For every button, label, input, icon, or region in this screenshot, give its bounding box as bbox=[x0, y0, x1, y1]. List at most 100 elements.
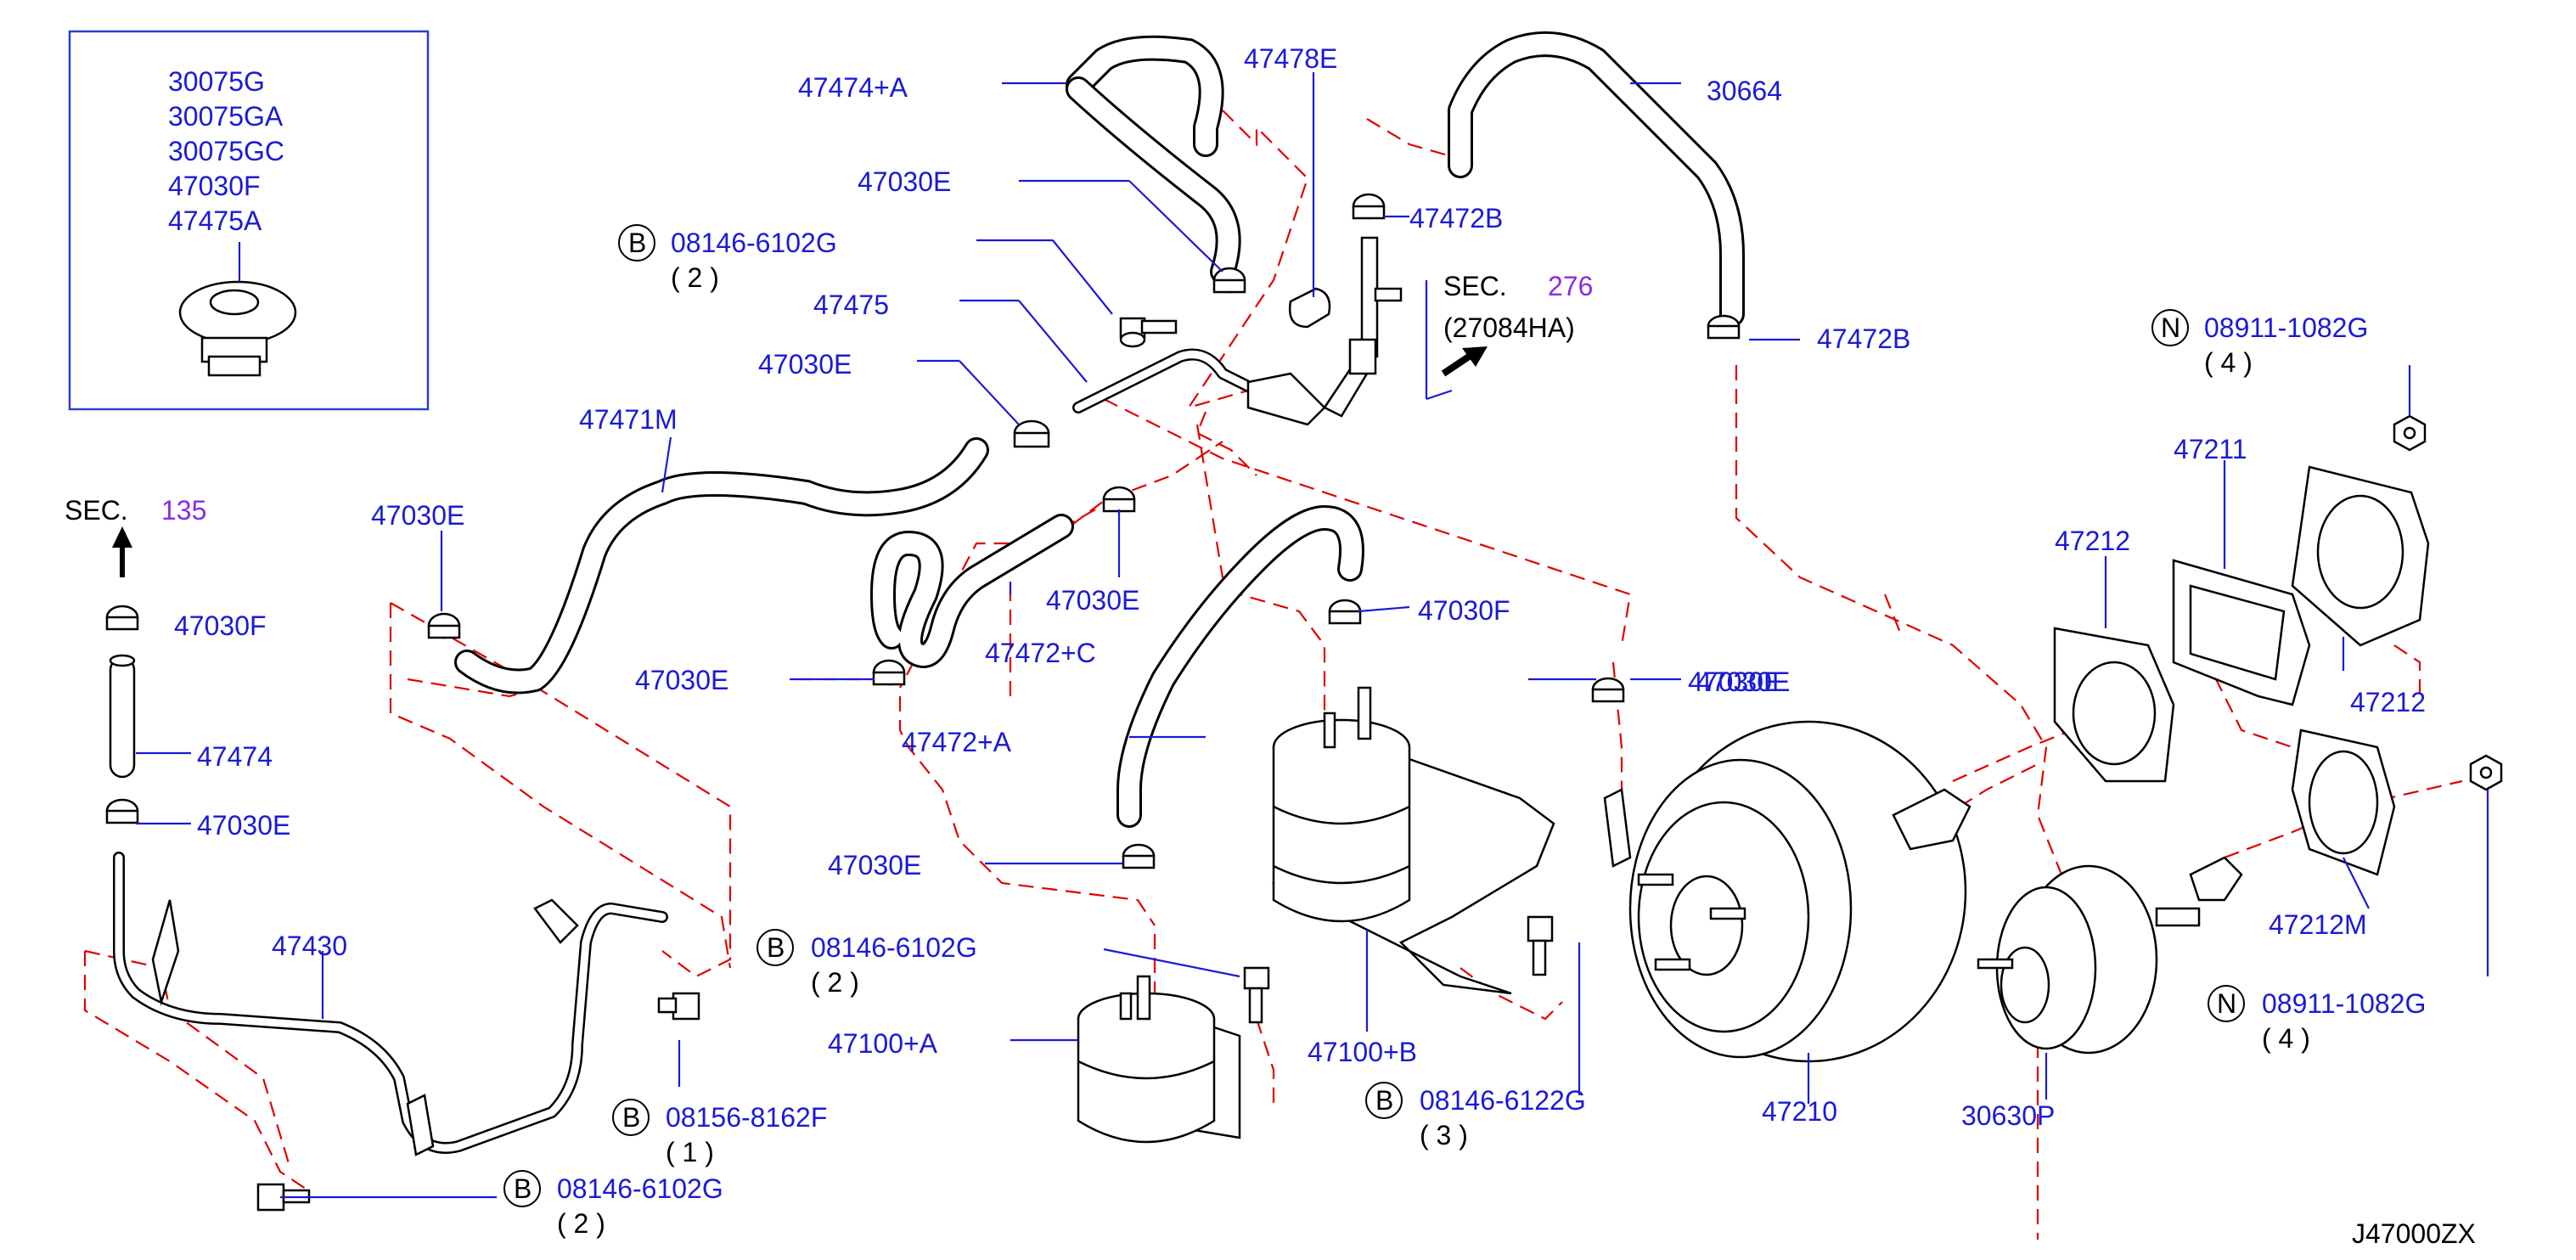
clamp-icon bbox=[105, 798, 139, 824]
fastener-qty: ( 2 ) bbox=[671, 262, 719, 293]
fastener-qty: ( 2 ) bbox=[557, 1208, 605, 1239]
nut-icon bbox=[2469, 754, 2503, 791]
label-47478E[interactable]: 47478E bbox=[1244, 43, 1337, 74]
fastener-symbol: B bbox=[514, 1173, 532, 1204]
label-47475[interactable]: 47475 bbox=[813, 290, 889, 320]
clamp-icon bbox=[1122, 843, 1156, 869]
label-30664[interactable]: 30664 bbox=[1707, 76, 1782, 106]
label-30630P[interactable]: 30630P bbox=[1961, 1100, 2055, 1131]
nut-icon bbox=[2393, 414, 2427, 452]
fastener-part: 08911-1082G bbox=[2262, 988, 2426, 1019]
label-47211[interactable]: 47211 bbox=[2174, 434, 2247, 464]
bolt-icon bbox=[1119, 317, 1178, 348]
clamp-icon bbox=[1013, 419, 1050, 448]
label-47030F-left[interactable]: 47030F bbox=[174, 610, 267, 641]
label-47210[interactable]: 47210 bbox=[1762, 1096, 1837, 1127]
inset-part-5[interactable]: 47475A bbox=[168, 205, 262, 236]
fastener-symbol: N bbox=[2217, 988, 2236, 1019]
fastener-symbol: B bbox=[1375, 1085, 1393, 1116]
phantom-lines bbox=[83, 110, 2463, 1240]
label-47100B[interactable]: 47100+B bbox=[1308, 1037, 1417, 1067]
fastener-symbol: N bbox=[2161, 312, 2180, 343]
fastener-callout[interactable]: B 08146-6102G ( 2 ) bbox=[618, 224, 837, 293]
sec276-number: 276 bbox=[1548, 271, 1593, 301]
fastener-part: 08146-6102G bbox=[671, 228, 837, 258]
sec135-arrow bbox=[112, 526, 132, 577]
label-47100A[interactable]: 47100+A bbox=[828, 1028, 938, 1059]
fastener-symbol: B bbox=[622, 1102, 640, 1133]
gasket-47212-right bbox=[2291, 465, 2430, 647]
clamp-icon bbox=[1591, 677, 1625, 703]
clamp-icon bbox=[105, 605, 139, 631]
label-47212-b[interactable]: 47212 bbox=[2350, 687, 2426, 717]
clamp-icon bbox=[427, 612, 461, 639]
label-47472B-a[interactable]: 47472B bbox=[1409, 203, 1503, 233]
gasket-47212-left bbox=[2053, 627, 2175, 783]
label-47030E-g[interactable]: 47030E bbox=[1696, 667, 1790, 697]
canister-47100A bbox=[1077, 975, 1241, 1144]
clamp-icon bbox=[1102, 486, 1136, 513]
sec276-arrow bbox=[1441, 346, 1488, 377]
label-47472C[interactable]: 47472+C bbox=[985, 638, 1096, 668]
pipe-47474 bbox=[109, 654, 136, 779]
fastener-callout[interactable]: N 08911-1082G ( 4 ) bbox=[2208, 985, 2426, 1054]
plate-47211 bbox=[2172, 559, 2311, 706]
inset-part-1[interactable]: 30075G bbox=[168, 66, 265, 97]
fastener-part: 08146-6102G bbox=[557, 1173, 723, 1204]
fastener-callout[interactable]: N 08911-1082G ( 4 ) bbox=[2151, 309, 2368, 378]
clamp-icon bbox=[872, 659, 906, 686]
fastener-part: 08911-1082G bbox=[2204, 312, 2368, 343]
label-47474A[interactable]: 47474+A bbox=[798, 72, 908, 103]
fastener-qty: ( 1 ) bbox=[666, 1137, 714, 1167]
hose-47472C bbox=[870, 514, 1074, 668]
clamp-icon bbox=[1212, 267, 1246, 294]
fastener-callout[interactable]: B 08146-6102G ( 2 ) bbox=[756, 929, 977, 998]
fastener-part: 08156-8162F bbox=[666, 1102, 827, 1133]
inset-part-4[interactable]: 47030F bbox=[168, 171, 261, 201]
label-47430[interactable]: 47430 bbox=[272, 931, 347, 961]
fastener-symbol: B bbox=[628, 228, 646, 258]
label-47030E-f[interactable]: 47030E bbox=[635, 665, 728, 695]
label-47472B-b[interactable]: 47472B bbox=[1817, 323, 1910, 354]
sec135-number: 135 bbox=[161, 495, 206, 526]
bolt-icon bbox=[657, 992, 700, 1021]
clamp-icon bbox=[1707, 314, 1741, 340]
booster-30630P bbox=[1977, 856, 2243, 1055]
bolt-icon bbox=[1527, 915, 1554, 976]
fastener-part: 08146-6102G bbox=[811, 932, 977, 963]
label-47030E-e[interactable]: 47030E bbox=[1688, 667, 1781, 697]
label-47471M[interactable]: 47471M bbox=[579, 404, 678, 435]
label-47030E-b[interactable]: 47030E bbox=[758, 349, 852, 380]
clamp-icon bbox=[1328, 599, 1362, 625]
label-47030E-d[interactable]: 47030E bbox=[1046, 585, 1139, 616]
fastener-callout[interactable]: B 08146-6122G ( 3 ) bbox=[1365, 1082, 1586, 1150]
label-47212M[interactable]: 47212M bbox=[2269, 909, 2367, 940]
label-47030E-i[interactable]: 47030E bbox=[828, 850, 921, 880]
bolt-icon bbox=[1243, 966, 1270, 1024]
label-47030E-c[interactable]: 47030E bbox=[371, 500, 464, 531]
hose-47474A bbox=[1066, 35, 1241, 284]
label-47212-a[interactable]: 47212 bbox=[2055, 526, 2130, 556]
inset-part-2[interactable]: 30075GA bbox=[168, 101, 284, 132]
brake-booster-47210 bbox=[1603, 720, 1971, 1063]
fastener-callout[interactable]: B 08146-6102G ( 2 ) bbox=[503, 1170, 723, 1239]
pipe-47430 bbox=[113, 852, 668, 1156]
fastener-callout[interactable]: B 08156-8162F ( 1 ) bbox=[612, 1099, 827, 1167]
hose-47472A bbox=[1116, 505, 1364, 828]
section-ref-135[interactable]: SEC. 135 bbox=[65, 495, 206, 526]
label-47472A[interactable]: 47472+A bbox=[902, 727, 1012, 757]
section-ref-276[interactable]: SEC. 276 (27084HA) bbox=[1443, 271, 1593, 343]
check-valve-bracket bbox=[1246, 236, 1403, 426]
label-47030E-a[interactable]: 47030E bbox=[858, 166, 951, 197]
clamps bbox=[105, 193, 1741, 869]
inset-part-3[interactable]: 30075GC bbox=[168, 136, 284, 166]
label-47474[interactable]: 47474 bbox=[197, 741, 273, 772]
label-47030F[interactable]: 47030F bbox=[1418, 595, 1510, 626]
fastener-qty: ( 2 ) bbox=[811, 967, 859, 998]
label-47030E-h[interactable]: 47030E bbox=[197, 810, 290, 841]
hose-30664 bbox=[1448, 31, 1745, 327]
canister-47100B bbox=[1272, 686, 1555, 995]
inset-box: 30075G 30075GA 30075GC 47030F 47475A bbox=[68, 30, 430, 411]
diagram-code: J47000ZX bbox=[2352, 1218, 2476, 1249]
